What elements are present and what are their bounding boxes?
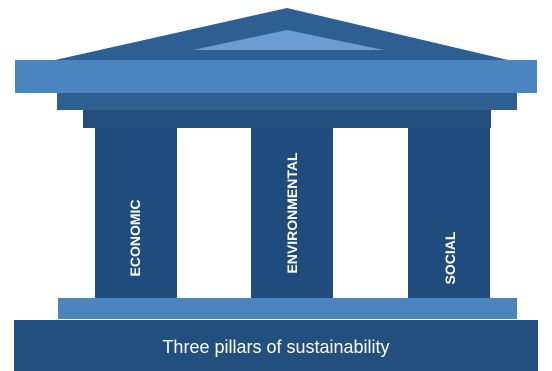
cornice-band	[57, 93, 517, 110]
pillar-label-social: SOCIAL	[442, 231, 458, 284]
pillar-label-environmental: ENVIRONMENTAL	[284, 152, 300, 274]
stylobate-step	[58, 298, 517, 319]
temple-base	[14, 320, 538, 371]
base-caption: Three pillars of sustainability	[162, 337, 389, 357]
pillar-economic	[95, 128, 177, 298]
pediment-inner-triangle	[193, 30, 384, 50]
pillar-social	[408, 128, 490, 298]
pillar-environmental	[251, 128, 333, 298]
pillar-label-economic: ECONOMIC	[127, 200, 143, 277]
architrave-band	[83, 110, 491, 128]
entablature-band	[15, 60, 537, 93]
